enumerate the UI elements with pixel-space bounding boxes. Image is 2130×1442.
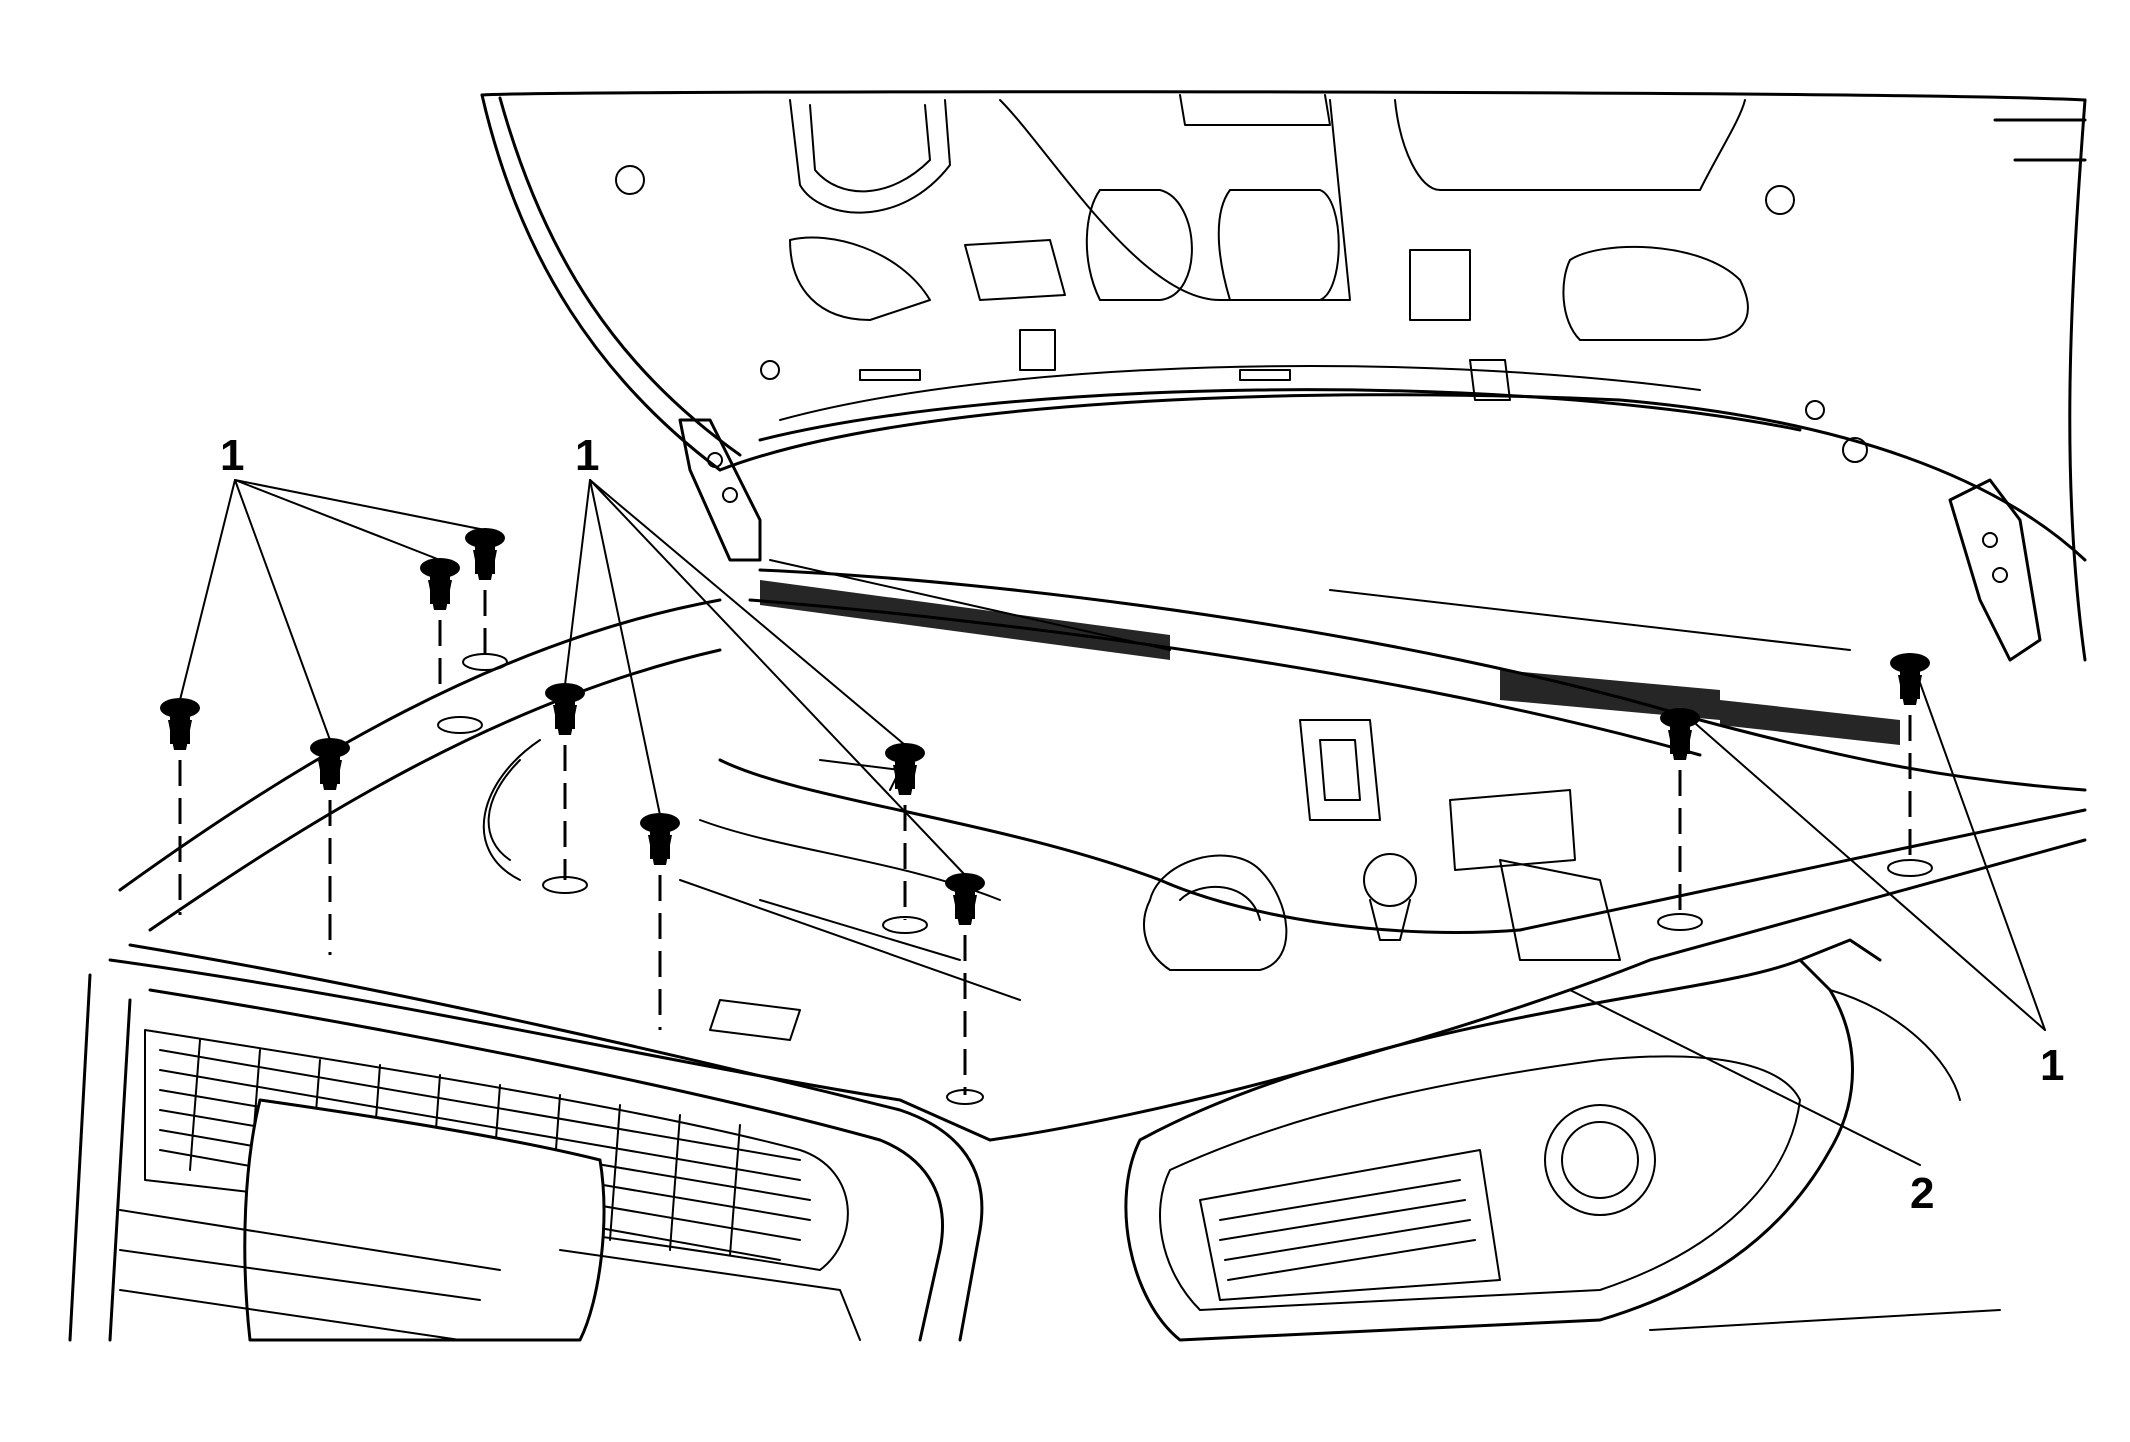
callout-1-center: 1 <box>575 431 599 480</box>
headlamp-assembly <box>1124 938 2001 1342</box>
push-pin-3 <box>420 558 460 610</box>
hood-panel <box>480 90 2087 662</box>
push-pin-8 <box>945 873 985 925</box>
front-fascia <box>68 598 2087 1342</box>
push-pin-7 <box>885 743 925 795</box>
push-pin-6 <box>640 813 680 865</box>
push-pin-1 <box>160 698 200 750</box>
callout-labels: 1 1 1 2 <box>220 431 2064 1218</box>
installation-guide-lines <box>178 590 1933 1105</box>
push-pin-9 <box>1660 708 1700 760</box>
callout-2: 2 <box>1910 1169 1934 1218</box>
callout-1-left: 1 <box>220 431 244 480</box>
push-pin-4 <box>465 528 505 580</box>
callout-1-right: 1 <box>2040 1041 2064 1090</box>
push-pin-10 <box>1890 653 1930 705</box>
push-pin-5 <box>545 683 585 735</box>
cowl-and-wipers <box>748 559 2087 792</box>
push-pin-2 <box>310 738 350 790</box>
push-pin-fasteners <box>160 528 1930 925</box>
leader-lines <box>179 479 2046 1166</box>
engine-compartment <box>482 719 1621 1041</box>
